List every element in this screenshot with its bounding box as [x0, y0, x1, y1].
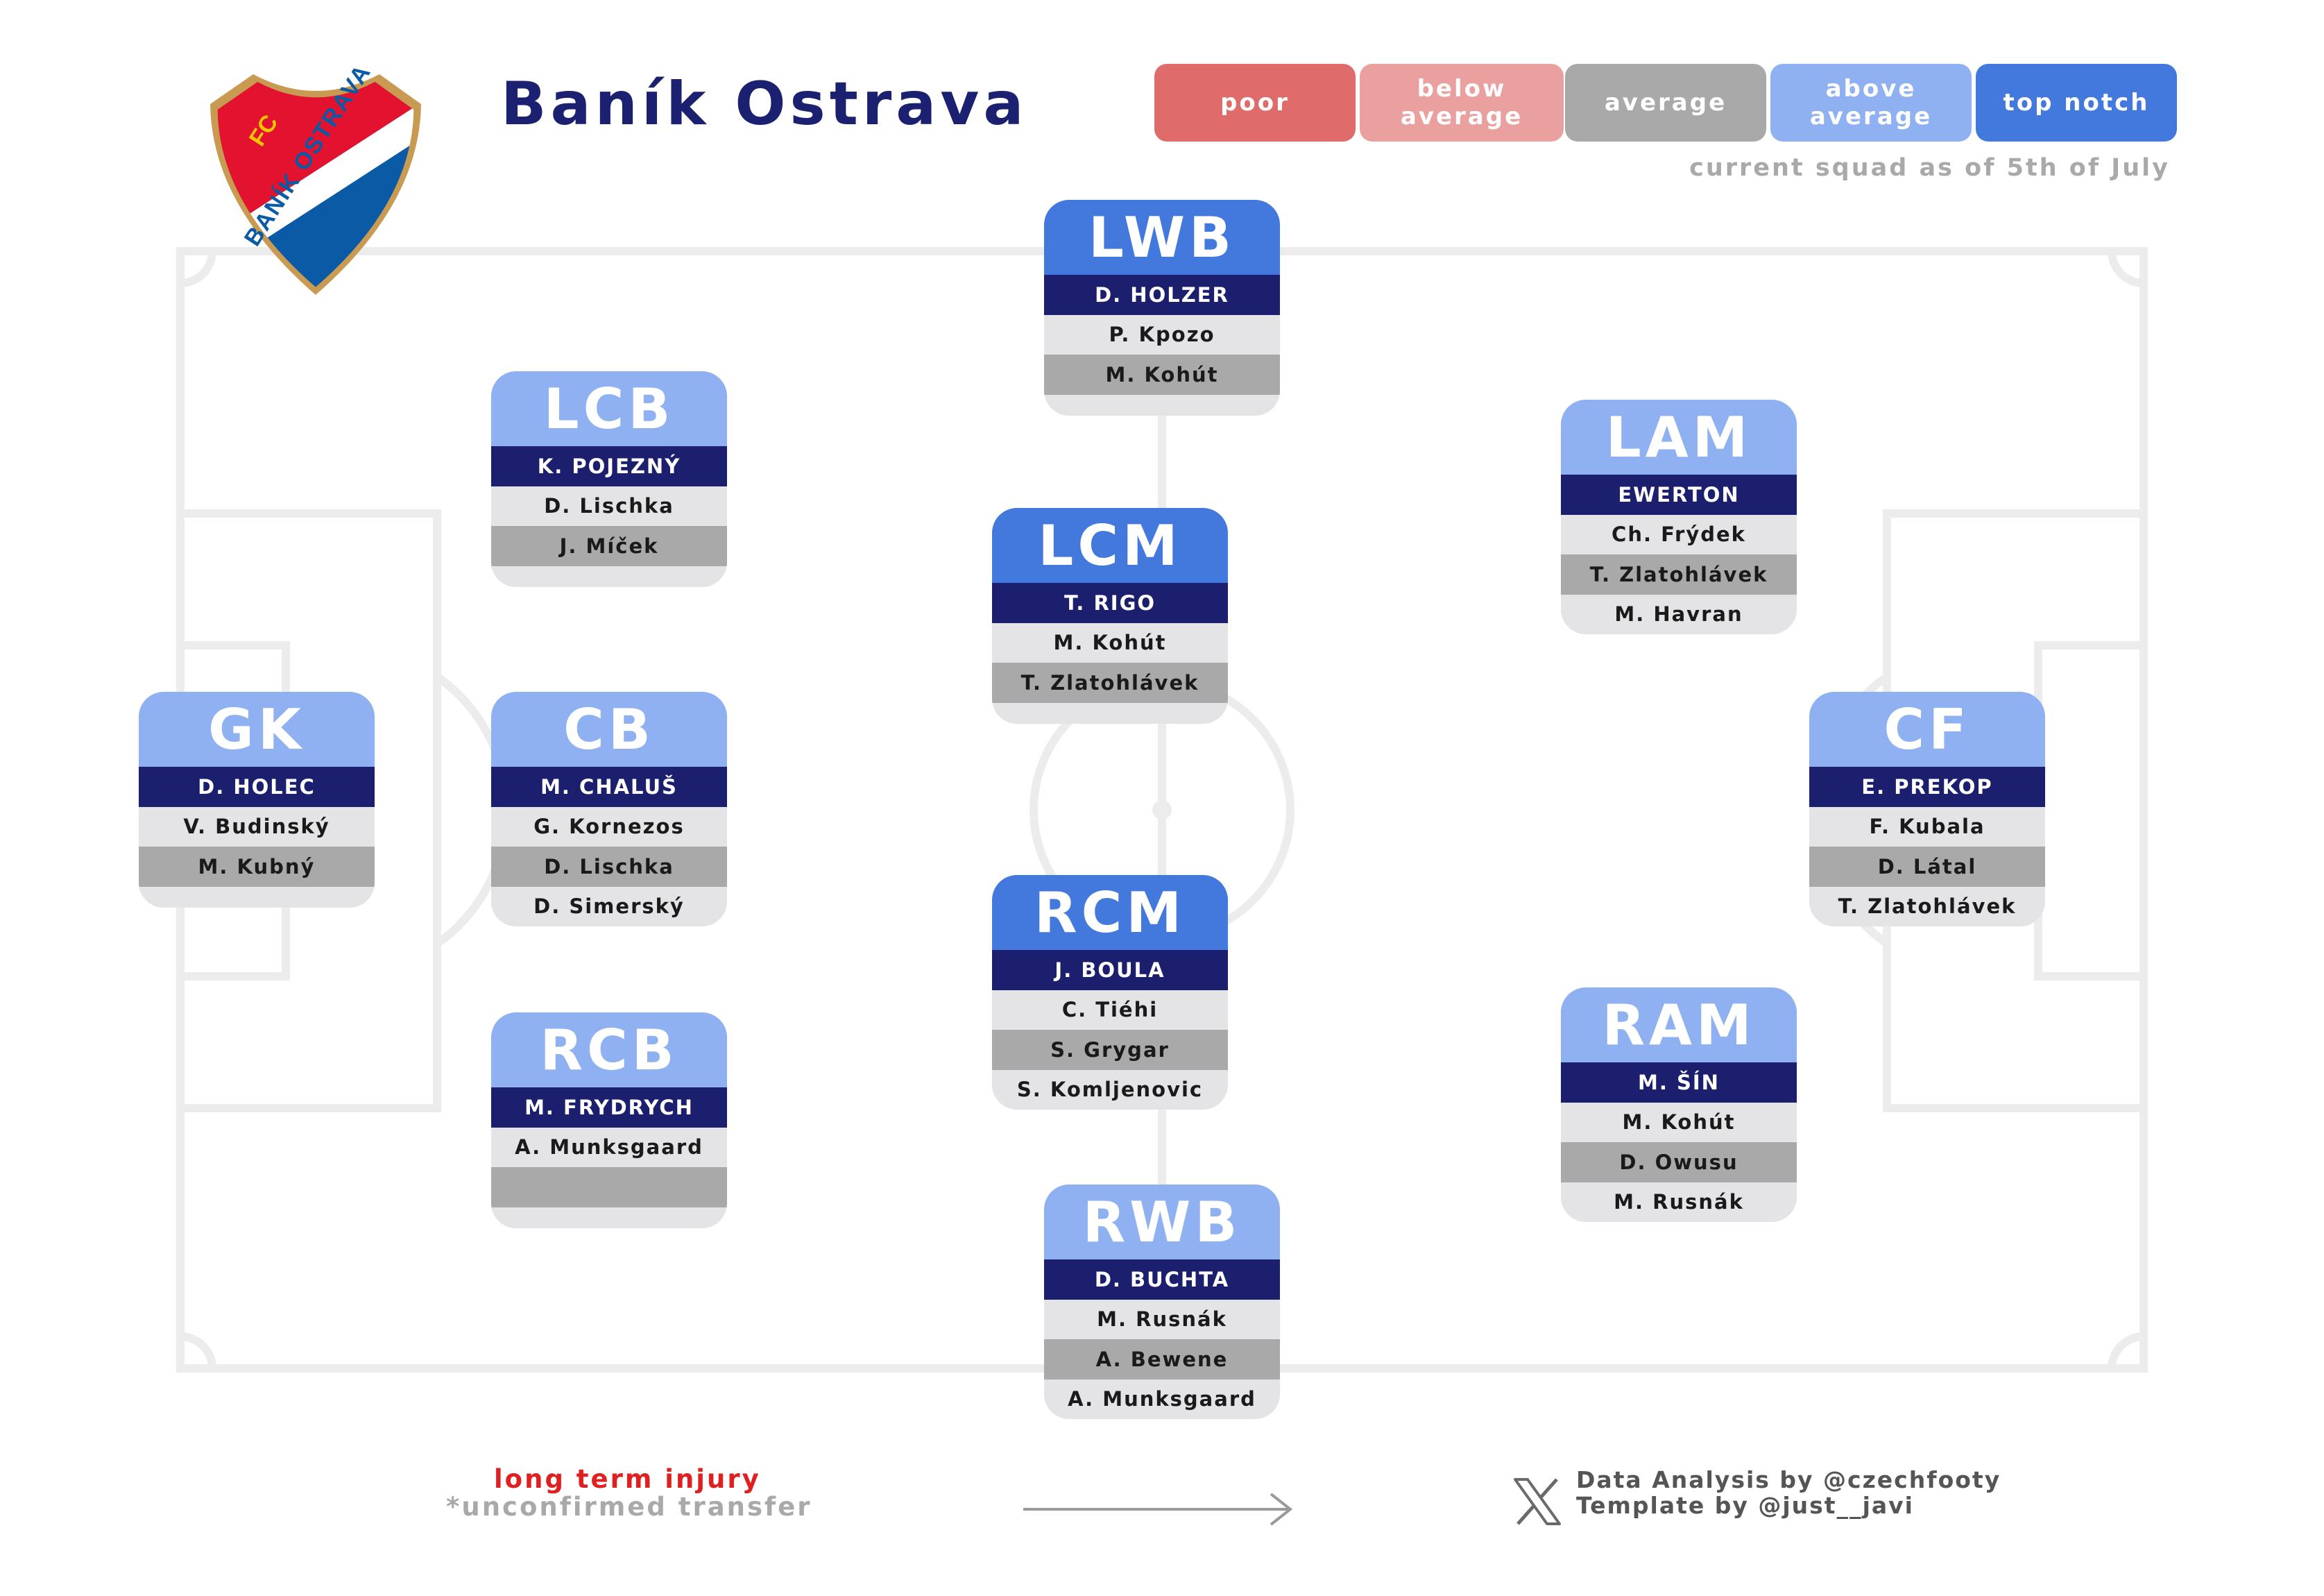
club-logo: BANÍK OSTRAVA FC — [210, 66, 421, 295]
legend-subtitle: current squad as of 5th of July — [1689, 154, 2170, 182]
card-lcb: LCB K. POJEZNÝ D. Lischka J. Míček — [491, 371, 727, 587]
credit-template: Template by @just__javi — [1576, 1492, 1914, 1519]
player-starter: D. BUCHTA — [1044, 1259, 1280, 1300]
player-starter: M. CHALUŠ — [491, 767, 727, 807]
player-backup: M. Kubný — [139, 847, 375, 887]
position-label: LCM — [992, 508, 1228, 583]
position-label: GK — [139, 692, 375, 767]
player-starter: M. ŠÍN — [1561, 1062, 1797, 1103]
card-cb: CB M. CHALUŠ G. Kornezos D. Lischka D. S… — [491, 692, 727, 926]
player-backup: M. Kohút — [1561, 1102, 1797, 1142]
player-backup: D. Lischka — [491, 847, 727, 887]
player-backup: G. Kornezos — [491, 806, 727, 847]
unconfirmed-note: *unconfirmed transfer — [446, 1492, 812, 1522]
position-label: LAM — [1561, 400, 1797, 475]
position-label: LCB — [491, 371, 727, 446]
x-logo-icon[interactable] — [1512, 1477, 1562, 1527]
card-lcm: LCM T. RIGO M. Kohút T. Zlatohlávek — [992, 508, 1228, 724]
position-label: CB — [491, 692, 727, 767]
player-backup: V. Budinský — [139, 806, 375, 847]
player-backup: A. Munksgaard — [491, 1127, 727, 1167]
player-backup: C. Tiéhi — [992, 990, 1228, 1030]
player-starter: E. PREKOP — [1809, 767, 2045, 807]
player-backup: M. Rusnák — [1044, 1299, 1280, 1339]
page-title: Baník Ostrava — [501, 69, 1028, 139]
player-starter: K. POJEZNÝ — [491, 446, 727, 486]
player-backup: F. Kubala — [1809, 806, 2045, 847]
player-starter: D. HOLZER — [1044, 275, 1280, 315]
player-backup: P. Kpozo — [1044, 314, 1280, 355]
card-gk: GK D. HOLEC V. Budinský M. Kubný — [139, 692, 375, 908]
position-label: RCM — [992, 875, 1228, 950]
position-label: CF — [1809, 692, 2045, 767]
position-label: RCB — [491, 1012, 727, 1087]
player-backup: M. Kohút — [1044, 355, 1280, 395]
player-backup: M. Kohút — [992, 622, 1228, 663]
player-backup: T. Zlatohlávek — [1561, 554, 1797, 595]
player-backup: D. Simerský — [491, 886, 727, 926]
card-ram: RAM M. ŠÍN M. Kohút D. Owusu M. Rusnák — [1561, 987, 1797, 1222]
credit-data-analysis: Data Analysis by @czechfooty — [1576, 1466, 2001, 1493]
player-backup: S. Grygar — [992, 1030, 1228, 1070]
player-backup: J. Míček — [491, 526, 727, 566]
player-backup: A. Munksgaard — [1044, 1379, 1280, 1419]
legend-top-notch: top notch — [1976, 64, 2177, 142]
position-label: RAM — [1561, 987, 1797, 1062]
card-rcb: RCB M. FRYDRYCH A. Munksgaard — [491, 1012, 727, 1228]
player-backup: M. Havran — [1561, 594, 1797, 634]
player-starter: T. RIGO — [992, 583, 1228, 623]
player-backup: S. Komljenovic — [992, 1069, 1228, 1110]
player-starter: D. HOLEC — [139, 767, 375, 807]
player-backup: M. Rusnák — [1561, 1182, 1797, 1222]
card-lwb: LWB D. HOLZER P. Kpozo M. Kohút — [1044, 200, 1280, 416]
player-starter: J. BOULA — [992, 950, 1228, 990]
card-rcm: RCM J. BOULA C. Tiéhi S. Grygar S. Komlj… — [992, 875, 1228, 1110]
player-backup: A. Bewene — [1044, 1339, 1280, 1379]
player-starter: M. FRYDRYCH — [491, 1087, 727, 1128]
legend-below-average: below average — [1360, 64, 1564, 142]
card-rwb: RWB D. BUCHTA M. Rusnák A. Bewene A. Mun… — [1044, 1185, 1280, 1419]
injury-note: long term injury — [494, 1464, 761, 1494]
legend-above-average: above average — [1770, 64, 1972, 142]
player-backup — [491, 1167, 727, 1207]
attack-direction-arrow-icon — [1023, 1493, 1293, 1526]
player-backup: Ch. Frýdek — [1561, 514, 1797, 554]
player-starter: EWERTON — [1561, 475, 1797, 515]
player-backup: D. Lischka — [491, 486, 727, 526]
player-backup: D. Owusu — [1561, 1142, 1797, 1182]
legend-average: average — [1565, 64, 1766, 142]
card-cf: CF E. PREKOP F. Kubala D. Látal T. Zlato… — [1809, 692, 2045, 926]
position-label: LWB — [1044, 200, 1280, 275]
card-lam: LAM EWERTON Ch. Frýdek T. Zlatohlávek M.… — [1561, 400, 1797, 634]
player-backup: D. Látal — [1809, 847, 2045, 887]
legend-poor: poor — [1154, 64, 1356, 142]
position-label: RWB — [1044, 1185, 1280, 1259]
player-backup: T. Zlatohlávek — [1809, 886, 2045, 926]
player-backup: T. Zlatohlávek — [992, 663, 1228, 703]
